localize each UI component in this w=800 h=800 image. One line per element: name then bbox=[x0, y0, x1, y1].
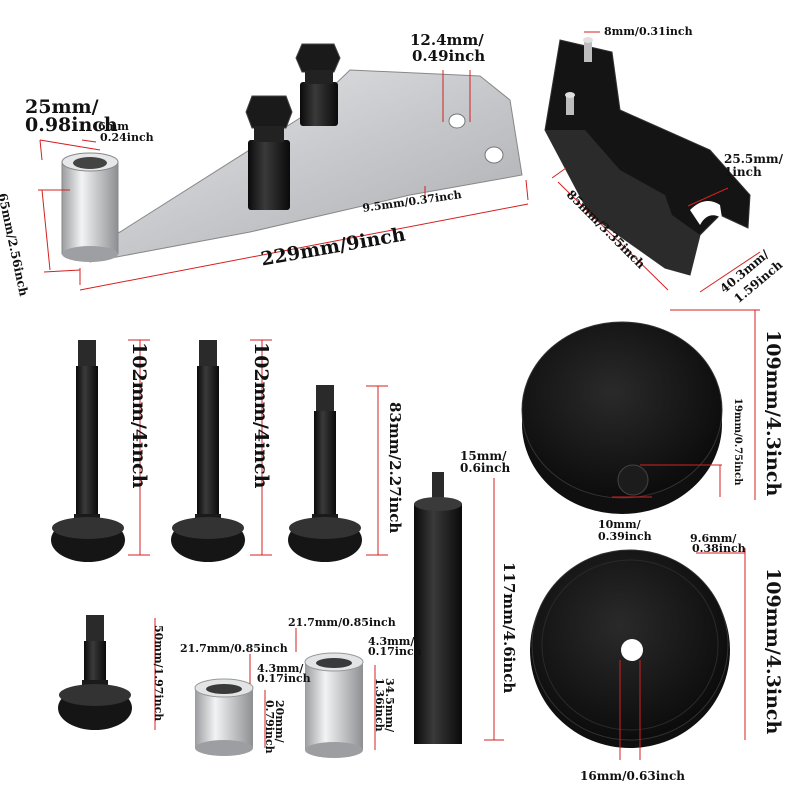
spacer-short-wall: 4.3mm/ bbox=[257, 662, 304, 675]
locking-plate bbox=[61, 43, 523, 263]
short-bolt bbox=[58, 615, 132, 730]
plate-sleeve-od-mm: 25mm/ bbox=[25, 96, 99, 118]
spacer-short-od: 21.7mm/0.85inch bbox=[180, 642, 288, 655]
bottom-disc-hole: 16mm/0.63inch bbox=[580, 769, 686, 783]
cam-bracket bbox=[544, 37, 751, 276]
bolt-3-length: 83mm/2.27inch bbox=[386, 402, 404, 534]
plate-sleeve-wall-mm: 6mm bbox=[98, 120, 129, 133]
long-bolt-1 bbox=[51, 340, 125, 562]
hex-post-length: 117mm/4.6inch bbox=[500, 562, 518, 694]
top-disc-diameter: 109mm/4.3inch bbox=[762, 330, 784, 497]
bracket-dimension-lines bbox=[551, 31, 761, 293]
bracket-slot-mm: 25.5mm/ bbox=[724, 152, 784, 166]
top-disc-boss-dia-in: 0.39inch bbox=[598, 530, 652, 543]
bolt-4-length: 50mm/1.97inch bbox=[152, 625, 165, 722]
bottom-disc-diameter: 109mm/4.3inch bbox=[762, 568, 784, 735]
medium-bolt bbox=[288, 385, 362, 562]
bracket-pin: 8mm/0.31inch bbox=[604, 25, 693, 38]
hex-post bbox=[414, 472, 462, 744]
bottom-disc-thickness: 9.6mm/ bbox=[690, 532, 737, 545]
spacer-long-height-in: 1.36inch bbox=[373, 678, 386, 732]
bolt-2-length: 102mm/4inch bbox=[250, 342, 272, 489]
spacer-short bbox=[194, 678, 254, 756]
bracket-slot-in: 1inch bbox=[724, 165, 762, 179]
spacer-long-wall-in: 0.17inch bbox=[368, 645, 422, 658]
bottom-disc bbox=[530, 549, 730, 748]
bolt-1-length: 102mm/4inch bbox=[128, 342, 150, 489]
plate-hole-large-mm: 12.4mm/ bbox=[410, 31, 484, 49]
top-disc-boss-height: 19mm/0.75inch bbox=[732, 398, 743, 486]
spacer-long bbox=[304, 652, 364, 758]
spacer-short-wall-in: 0.17inch bbox=[257, 672, 311, 685]
hex-post-thread: 15mm/ bbox=[460, 449, 507, 463]
top-disc bbox=[521, 321, 723, 514]
long-bolt-2 bbox=[171, 340, 245, 562]
plate-sleeve-wall-in: 0.24inch bbox=[100, 131, 154, 144]
plate-hole-large-in: 0.49inch bbox=[412, 47, 486, 65]
spacer-short-height-in: 0.79inch bbox=[263, 700, 276, 754]
spacer-long-wall: 4.3mm/ bbox=[368, 635, 415, 648]
plate-sleeve-od-in: 0.98inch bbox=[25, 114, 118, 136]
plate-dimension-lines bbox=[38, 70, 529, 291]
top-disc-boss-dia: 10mm/ bbox=[598, 518, 641, 531]
hex-post-thread-in: 0.6inch bbox=[460, 461, 511, 475]
parts-dimension-lines bbox=[128, 309, 760, 760]
bottom-disc-thickness-in: 0.38inch bbox=[692, 542, 746, 555]
spacer-long-od: 21.7mm/0.85inch bbox=[288, 616, 396, 629]
